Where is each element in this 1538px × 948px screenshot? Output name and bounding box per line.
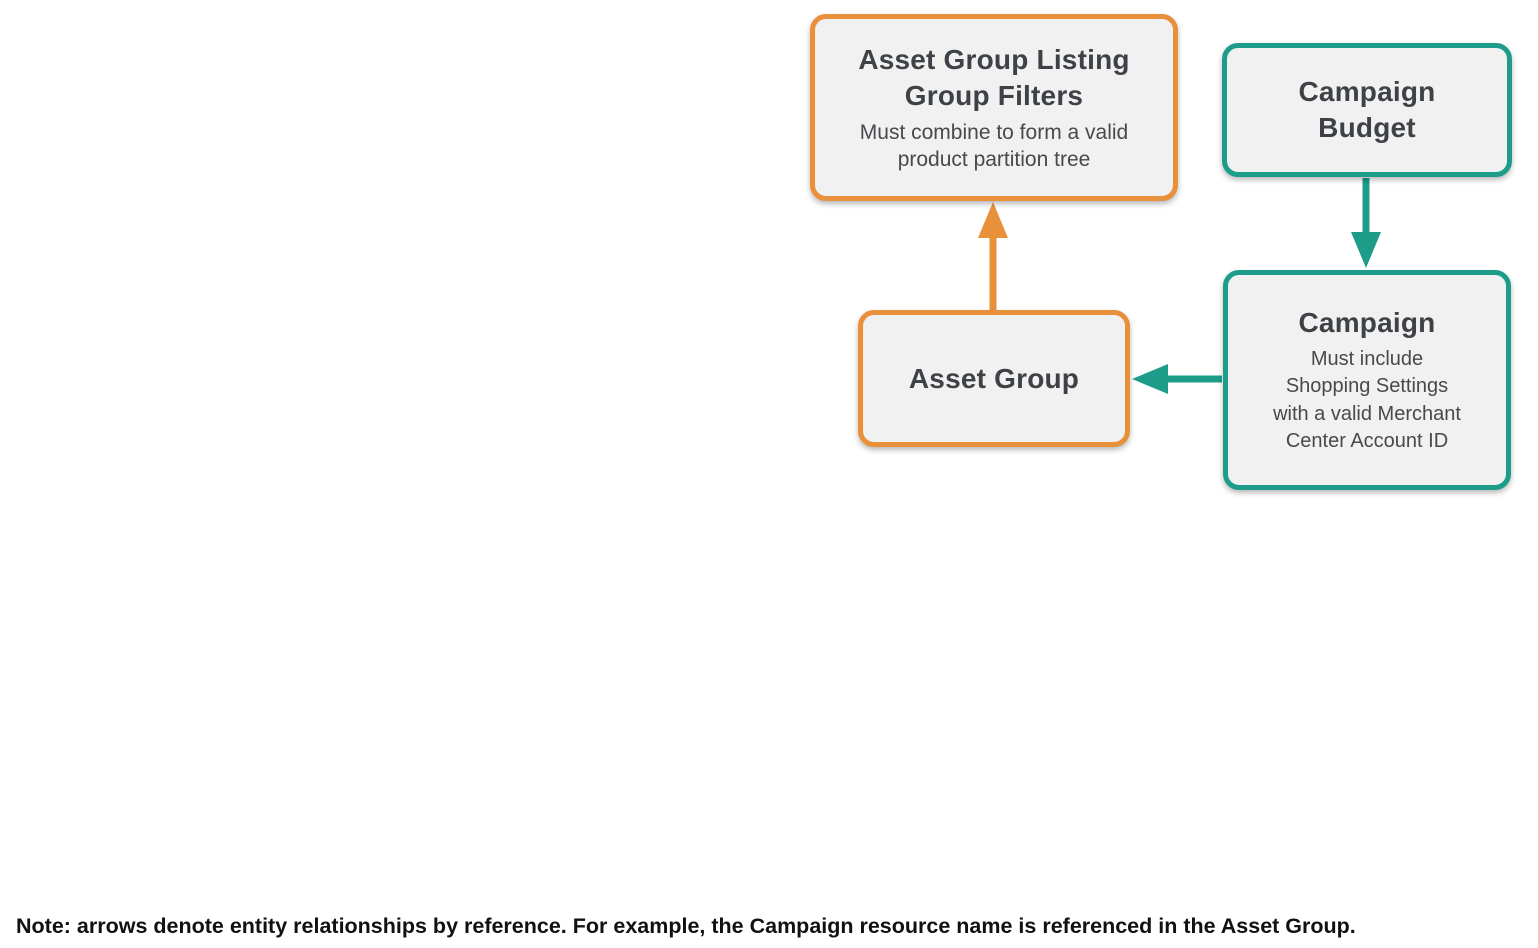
arrow-campaign-budget-to-campaign [1351,178,1381,268]
node-subtitle: Must include Shopping Settings with a va… [1273,347,1461,453]
node-title: Campaign Budget [1298,76,1436,143]
note-text: Note: arrows denote entity relationships… [16,914,1356,938]
arrow-campaign-to-asset-group [1132,364,1222,394]
node-campaign-budget: Campaign Budget [1222,43,1512,177]
node-campaign: Campaign Must include Shopping Settings … [1223,270,1511,490]
node-subtitle: Must combine to form a valid product par… [859,120,1129,172]
arrow-head-up [978,202,1008,238]
node-asset-group-listing-group-filters: Asset Group Listing Group Filters Must c… [810,14,1178,201]
arrow-head-left [1132,364,1168,394]
node-title: Campaign [1298,306,1436,338]
arrow-asset-group-to-listing-filters [978,202,1008,311]
node-title: Asset Group Listing Group Filters [858,43,1130,111]
node-title: Asset Group [908,362,1080,394]
arrow-head-down [1351,232,1381,268]
node-asset-group: Asset Group [858,310,1130,447]
